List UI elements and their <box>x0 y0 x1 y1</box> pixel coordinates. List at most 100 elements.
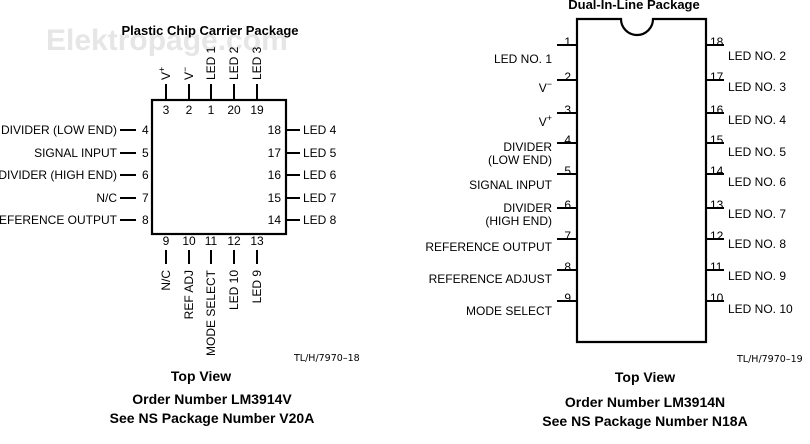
dip-pin-label-line2: (LOW END) <box>488 153 552 167</box>
plcc-order-number: Order Number LM3914V <box>132 391 292 407</box>
plcc-pin-label-text: LED 1 <box>204 46 218 80</box>
dip-pin-label: DIVIDER <box>503 201 552 215</box>
plcc-pin-number: 2 <box>186 103 193 117</box>
plcc-pin-label: DIVIDER (HIGH END) <box>0 168 117 182</box>
dip-pin-label: LED NO. 8 <box>728 237 786 251</box>
dip-pin-number: 1 <box>564 35 571 49</box>
dip-pin-label: REFERENCE OUTPUT <box>425 240 552 254</box>
dip-order-number: Order Number LM3914N <box>565 394 725 410</box>
dip-pin-number: 16 <box>710 103 724 117</box>
plcc-title: Plastic Chip Carrier Package <box>121 23 298 38</box>
plcc-pin-label-text: V <box>182 72 196 80</box>
dip-pin-label: LED NO. 4 <box>728 113 786 127</box>
dip-pin-label: LED NO. 9 <box>728 269 786 283</box>
dip-pin-label-text: V <box>539 81 547 95</box>
dip-pin-number: 11 <box>710 260 723 274</box>
plcc-pin-number: 9 <box>163 234 170 248</box>
dip-pin-label: MODE SELECT <box>466 304 553 318</box>
plcc-pin-label-text: LED 2 <box>227 46 241 80</box>
plcc-pin-label: SIGNAL INPUT <box>34 146 118 160</box>
dip-pin-label-text: REFERENCE ADJUST <box>429 272 553 286</box>
plcc-pin-label-text: LED 3 <box>250 46 264 80</box>
dip-pin-number: 2 <box>564 70 571 84</box>
plcc-pin-number: 18 <box>268 123 282 137</box>
plcc-pin-label: DIVIDER (LOW END) <box>1 123 117 137</box>
dip-pin-label-sup: − <box>547 79 552 89</box>
dip-pin-label: DIVIDER <box>503 140 552 154</box>
plcc-pin-number: 12 <box>227 234 241 248</box>
dip-pin-number: 13 <box>710 198 724 212</box>
dip-pin-number: 7 <box>564 229 571 243</box>
plcc-pin-number: 19 <box>250 103 264 117</box>
dip-ref-code: TL/H/7970–19 <box>736 354 803 365</box>
plcc-pin-label: LED 3 <box>250 46 264 80</box>
dip-pin-number: 4 <box>564 133 571 147</box>
plcc-pin-label: MODE SELECT <box>204 269 218 356</box>
plcc-pin-label-text: V <box>159 72 173 80</box>
dip-pin-label: LED NO. 2 <box>728 49 786 63</box>
dip-pin-label-text: SIGNAL INPUT <box>469 178 553 192</box>
plcc-pin-label: N/C <box>96 191 117 205</box>
plcc-pin-label: LED 7 <box>303 191 337 205</box>
plcc-pin-label-sup: − <box>180 67 190 72</box>
dip-pin-label: SIGNAL INPUT <box>469 178 553 192</box>
plcc-pin-label: LED 10 <box>227 270 241 310</box>
dip-pin-number: 12 <box>710 229 724 243</box>
dip-pin-number: 17 <box>710 70 724 84</box>
plcc-pin-label: N/C <box>159 270 173 291</box>
plcc-body <box>150 98 288 236</box>
dip-pin-label: LED NO. 5 <box>728 145 786 159</box>
dip-pin-number: 10 <box>710 291 724 305</box>
plcc-pin-number: 13 <box>250 234 264 248</box>
dip-pin-label: LED NO. 7 <box>728 207 786 221</box>
dip-pin-label: LED NO. 10 <box>728 302 793 316</box>
plcc-pin-label: LED 6 <box>303 168 337 182</box>
dip-pin-number: 5 <box>564 164 571 178</box>
dip-pin-label-text: MODE SELECT <box>466 304 553 318</box>
plcc-pin-label: LED 9 <box>250 270 264 304</box>
dip-pin-number: 6 <box>564 198 571 212</box>
plcc-pin-label: LED 2 <box>227 46 241 80</box>
plcc-pin-label: REFERENCE OUTPUT <box>0 213 118 227</box>
dip-pin-label-text: REFERENCE OUTPUT <box>425 240 552 254</box>
plcc-view-label: Top View <box>171 368 231 384</box>
plcc-pin-number: 1 <box>208 103 215 117</box>
plcc-package: Plastic Chip Carrier Package 3V+2V−1LED … <box>0 23 360 426</box>
plcc-pin-number: 17 <box>268 146 282 160</box>
plcc-pin-number: 5 <box>142 146 149 160</box>
plcc-pin-number: 6 <box>142 168 149 182</box>
dip-pin-label: REFERENCE ADJUST <box>429 272 553 286</box>
plcc-pin-label: LED 1 <box>204 46 218 80</box>
dip-pin-number: 3 <box>564 103 571 117</box>
plcc-pin-label: REF ADJ <box>182 270 196 319</box>
dip-pin-label-text: V <box>539 115 547 129</box>
plcc-pin-number: 3 <box>163 103 170 117</box>
dip-pin-label-line2: (HIGH END) <box>485 214 552 228</box>
dip-pin-label: V− <box>539 79 552 95</box>
dip-pin-label: V+ <box>539 113 552 129</box>
plcc-pin-label: LED 4 <box>303 123 337 137</box>
plcc-pin-label-sup: + <box>157 67 167 72</box>
dip-pin-label: LED NO. 1 <box>494 52 552 66</box>
dip-title: Dual-In-Line Package <box>568 0 699 12</box>
dip-pin-number: 9 <box>564 291 571 305</box>
watermark: Elektropage.com <box>46 24 288 57</box>
plcc-pin-number: 10 <box>182 234 196 248</box>
dip-pin-label-text: LED NO. 1 <box>494 52 552 66</box>
plcc-pin-label: LED 8 <box>303 213 337 227</box>
plcc-package-number: See NS Package Number V20A <box>110 410 315 426</box>
plcc-pin-label: LED 5 <box>303 146 337 160</box>
dip-pin-label-sup: + <box>547 113 552 123</box>
plcc-pin-number: 11 <box>205 234 218 248</box>
plcc-pin-number: 20 <box>227 103 241 117</box>
dip-pin-number: 15 <box>710 133 724 147</box>
plcc-pin-number: 15 <box>268 191 282 205</box>
dip-pin-number: 18 <box>710 35 724 49</box>
